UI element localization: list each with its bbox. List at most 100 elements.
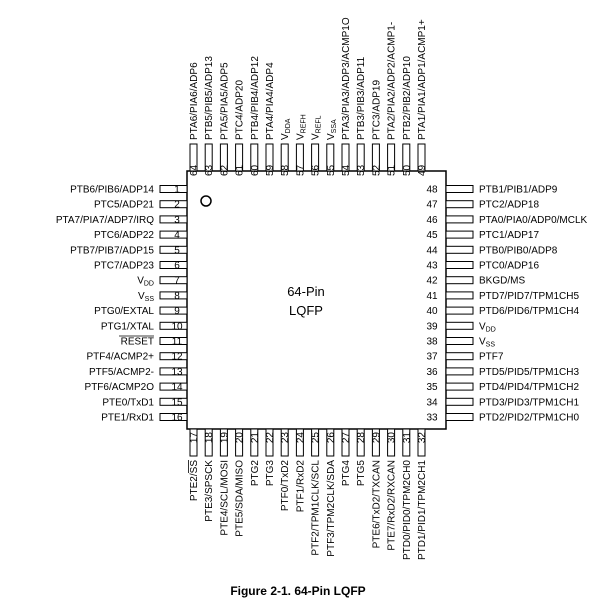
pin-22-label: PTG3 xyxy=(265,460,276,487)
pin-number: 3 xyxy=(174,215,180,226)
package-type-line1: 64-Pin xyxy=(287,284,325,299)
pin-22-lead xyxy=(265,428,274,457)
pin-3-label: PTA7/PIA7/ADP7/IRQ xyxy=(56,215,154,226)
pin-number: 45 xyxy=(426,230,438,241)
pin-55-label: VSSA xyxy=(326,119,338,140)
pin-18-label: PTE3/SPSCK xyxy=(204,460,215,522)
pin-number: 59 xyxy=(265,164,276,176)
pin-60-label: PTB4/PIB4/ADP12 xyxy=(250,56,261,140)
pin-3-lead xyxy=(159,215,188,224)
pin-number: 16 xyxy=(171,413,183,424)
pin1-indicator-dot xyxy=(200,195,212,207)
pin-10-lead xyxy=(159,321,188,330)
pin-38-label: VSS xyxy=(479,337,495,349)
pin-33-label: PTD2/PID2/TPM1CH0 xyxy=(479,413,579,424)
pin-54-lead xyxy=(341,143,350,172)
pin-32-label: PTD1/PID1/TPM2CH1 xyxy=(417,460,428,560)
pin-49-label: PTA1/PIA1/ADP1/ACMP1+ xyxy=(417,19,428,140)
pin-59-lead xyxy=(265,143,274,172)
pin-30-lead xyxy=(387,428,396,457)
pin-number: 58 xyxy=(280,164,291,176)
pin-2-lead xyxy=(159,200,188,209)
pin-44-label: PTB0/PIB0/ADP8 xyxy=(479,245,558,256)
pin-5-lead xyxy=(159,245,188,254)
pin-number: 64 xyxy=(189,164,200,176)
pin-17-label: PTE2/SS xyxy=(189,460,200,501)
pin-number: 55 xyxy=(326,164,337,176)
pin-53-lead xyxy=(356,143,365,172)
pin-40-label: PTD6/PID6/TPM1CH4 xyxy=(479,306,579,317)
pin-41-lead xyxy=(445,291,474,300)
pin-35-label: PTD4/PID4/TPM1CH2 xyxy=(479,382,579,393)
pin-number: 53 xyxy=(356,164,367,176)
pin-4-lead xyxy=(159,230,188,239)
pin-8-label: VSS xyxy=(138,291,154,303)
pin-24-label: PTF1/RxD2 xyxy=(295,460,306,513)
pin-number: 15 xyxy=(171,397,183,408)
pin-number: 42 xyxy=(426,276,438,287)
pin-15-lead xyxy=(159,397,188,406)
pin-23-lead xyxy=(280,428,289,457)
pin-number: 22 xyxy=(265,432,276,444)
pin-57-lead xyxy=(295,143,304,172)
pin-number: 13 xyxy=(171,367,183,378)
pin-number: 35 xyxy=(426,382,438,393)
pin-43-label: PTC0/ADP16 xyxy=(479,261,539,272)
pin-37-lead xyxy=(445,352,474,361)
pin-14-label: PTF6/ACMP2O xyxy=(85,382,155,393)
pin-number: 62 xyxy=(219,164,230,176)
pin-50-label: PTB2/PIB2/ADP10 xyxy=(402,56,413,140)
pin-number: 54 xyxy=(341,164,352,176)
pin-number: 63 xyxy=(204,164,215,176)
figure-caption: Figure 2-1. 64-Pin LQFP xyxy=(230,584,365,598)
pin-27-label: PTG4 xyxy=(341,460,352,487)
pin-64-label: PTA6/PIA6/ADP6 xyxy=(189,62,200,140)
pin-16-label: PTE1/RxD1 xyxy=(101,413,154,424)
pin-1-lead xyxy=(159,185,188,193)
pin-32-lead xyxy=(417,428,426,457)
pin-47-label: PTC2/ADP18 xyxy=(479,200,539,211)
pin-21-label: PTG2 xyxy=(250,460,261,487)
pin-number: 57 xyxy=(295,164,306,176)
pin-13-label: PTF5/ACMP2- xyxy=(89,367,154,378)
pin-6-lead xyxy=(159,261,188,269)
pin-44-lead xyxy=(445,245,474,254)
pin-4-label: PTC6/ADP22 xyxy=(94,230,154,241)
pin-number: 21 xyxy=(250,432,261,444)
pin-number: 10 xyxy=(171,321,183,332)
pin-49-lead xyxy=(417,143,426,172)
pin-2-label: PTC5/ADP21 xyxy=(94,200,154,211)
pin-number: 28 xyxy=(356,432,367,444)
pin-52-label: PTC3/ADP19 xyxy=(371,80,382,140)
pin-number: 29 xyxy=(371,432,382,444)
pin-number: 47 xyxy=(426,200,438,211)
pin-number: 20 xyxy=(235,432,246,444)
pin-number: 32 xyxy=(417,432,428,444)
pin-11-label: RESET xyxy=(121,337,154,348)
pin-number: 31 xyxy=(402,432,413,444)
pin-number: 39 xyxy=(426,321,438,332)
pin-12-label: PTF4/ACMP2+ xyxy=(86,352,154,363)
pin-number: 46 xyxy=(426,215,438,226)
pin-5-label: PTB7/PIB7/ADP15 xyxy=(70,245,154,256)
pin-15-label: PTE0/TxD1 xyxy=(102,397,154,408)
pin-34-lead xyxy=(445,397,474,406)
pin-7-lead xyxy=(159,276,188,285)
pin-36-lead xyxy=(445,367,474,376)
pin-21-lead xyxy=(250,428,259,457)
pin-number: 25 xyxy=(311,432,322,444)
pin-number: 49 xyxy=(417,164,428,176)
pin-number: 34 xyxy=(426,397,438,408)
pin-number: 26 xyxy=(326,432,337,444)
pin-10-label: PTG1/XTAL xyxy=(101,321,155,332)
pin-23-label: PTF0/TxD2 xyxy=(280,460,291,512)
pin-number: 48 xyxy=(426,185,438,196)
pin-59-label: PTA4/PIA4/ADP4 xyxy=(265,62,276,140)
pin-9-label: PTG0/EXTAL xyxy=(94,306,154,317)
pin-number: 12 xyxy=(171,352,183,363)
pin-9-lead xyxy=(159,306,188,315)
pin-58-lead xyxy=(280,143,289,172)
pin-40-lead xyxy=(445,306,474,315)
pin-number: 37 xyxy=(426,352,438,363)
